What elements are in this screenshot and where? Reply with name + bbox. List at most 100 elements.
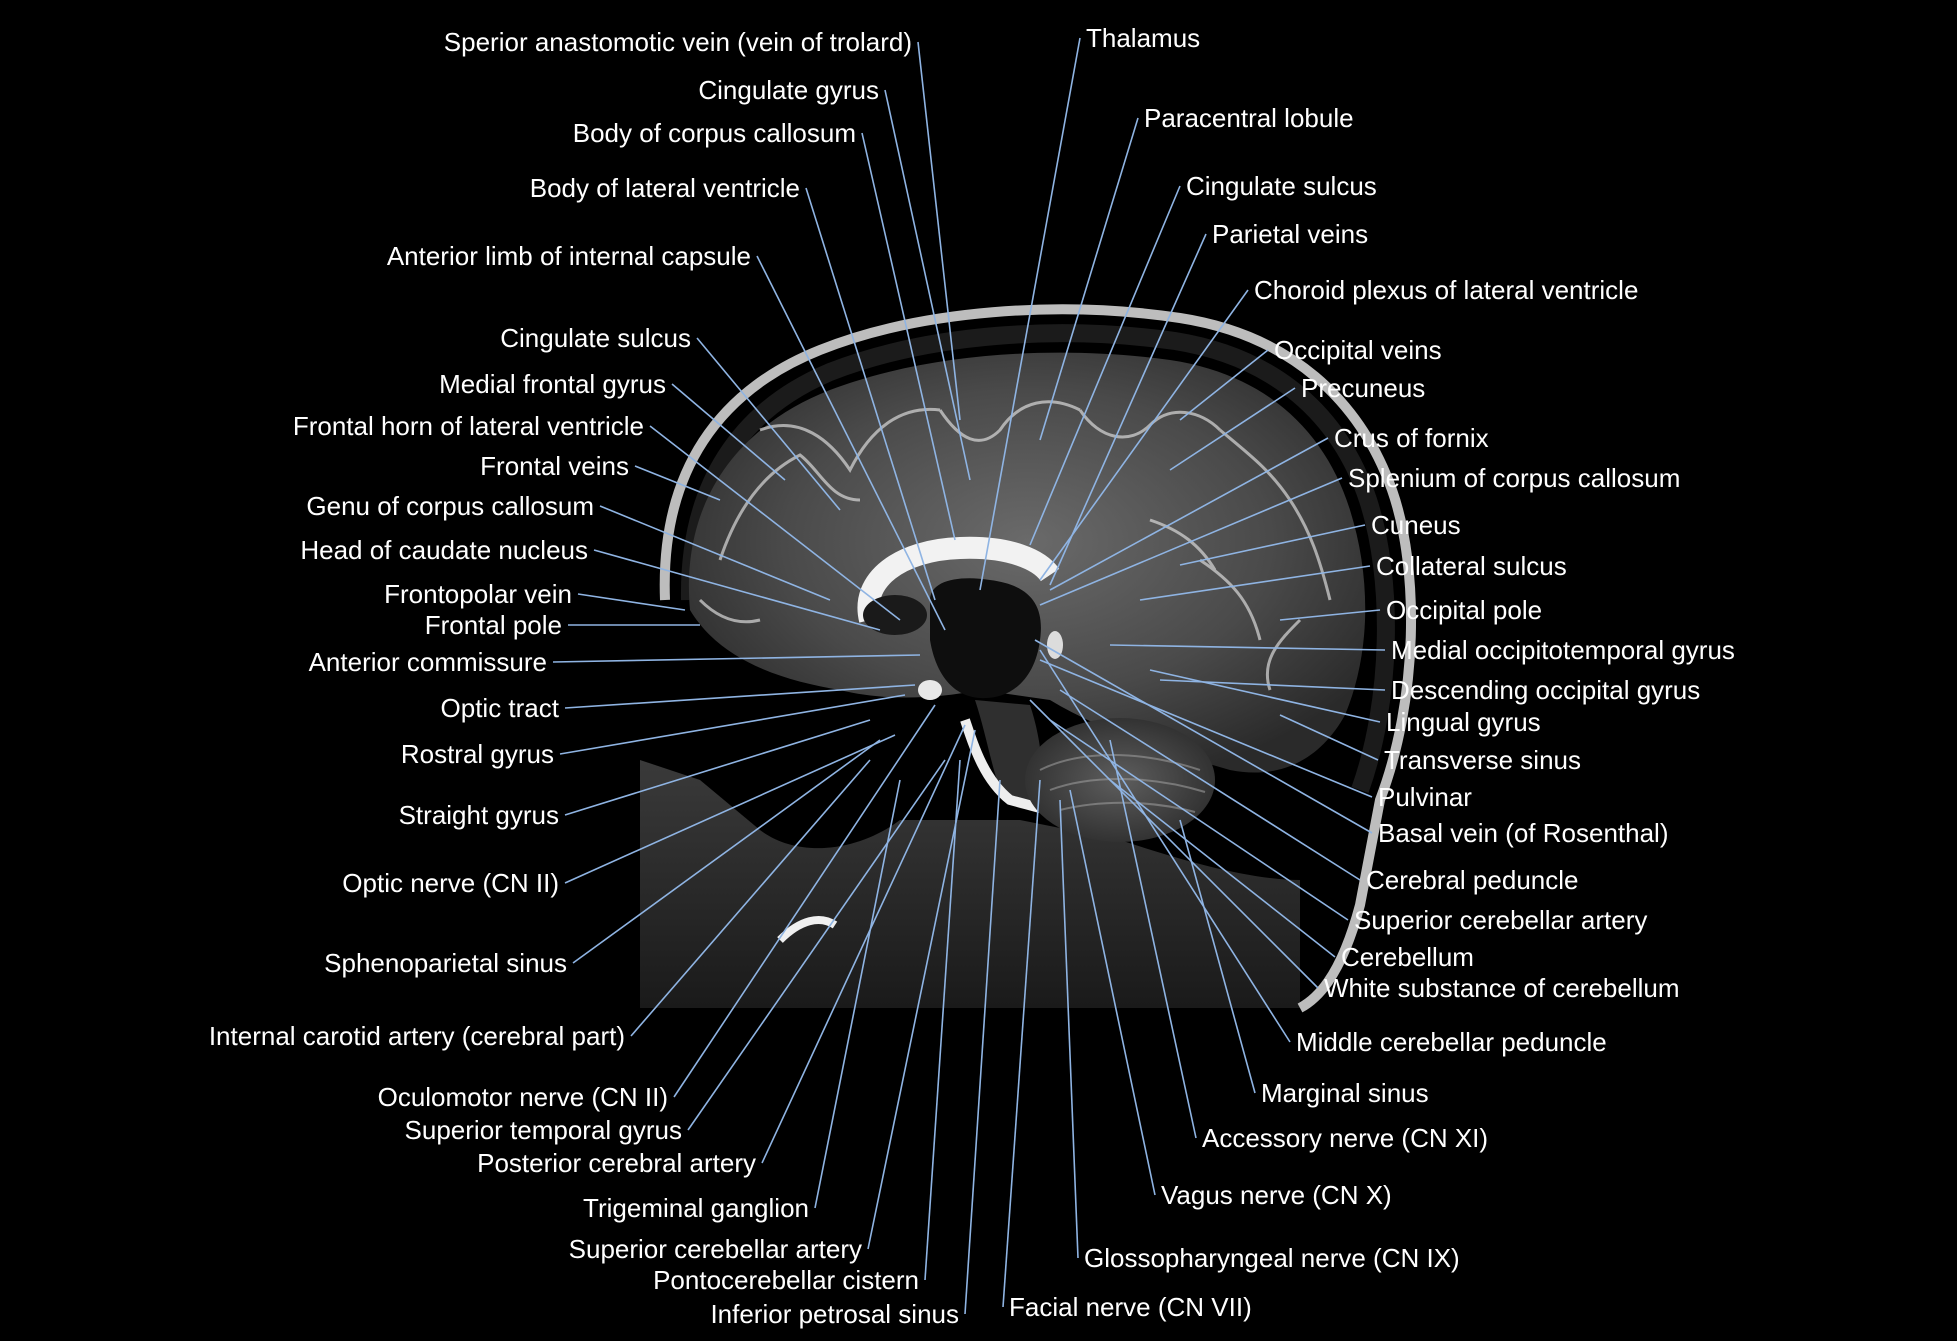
label-superior-cerebellar-artery: Superior cerebellar artery [1354,905,1648,935]
leader-line-middle-cerebellar-peduncle [1039,649,1291,1043]
leader-line-parietal-veins [1049,233,1207,586]
label-cingulate-gyrus: Cingulate gyrus [698,75,879,105]
leader-line-oculomotor-nerve-cn-ii [673,704,936,1098]
label-parietal-veins: Parietal veins [1212,219,1369,249]
leader-line-cingulate-gyrus [884,89,971,481]
leader-line-pontocerebellar-cistern [924,759,961,1281]
leader-line-basal-vein-of-rosenthal [1034,639,1373,834]
leader-line-superior-cerebellar-artery [1049,719,1349,921]
label-accessory-nerve-cn-xi: Accessory nerve (CN XI) [1202,1123,1489,1153]
label-vagus-nerve-cn-x: Vagus nerve (CN X) [1161,1180,1392,1210]
leader-line-frontopolar-vein [577,593,686,611]
label-basal-vein-of-rosenthal: Basal vein (of Rosenthal) [1378,818,1669,848]
label-optic-tract: Optic tract [440,693,559,723]
leader-line-body-of-lateral-ventricle [805,187,936,601]
label-body-of-lateral-ventricle: Body of lateral ventricle [529,173,800,203]
label-transverse-sinus: Transverse sinus [1384,745,1581,775]
label-marginal-sinus: Marginal sinus [1261,1078,1429,1108]
leader-line-descending-occipital-gyrus [1159,679,1386,691]
leader-line-superior-cerebellar-artery [867,729,976,1250]
label-pontocerebellar-cistern: Pontocerebellar cistern [653,1265,919,1295]
bright-vessel [777,916,838,943]
label-straight-gyrus: Straight gyrus [398,800,559,830]
label-medial-occipitotemporal-gyrus: Medial occipitotemporal gyrus [1391,635,1735,665]
label-frontopolar-vein: Frontopolar vein [384,579,572,609]
leader-line-cerebellum [1109,779,1336,958]
leader-line-lingual-gyrus [1149,669,1381,723]
label-inferior-petrosal-sinus: Inferior petrosal sinus [710,1299,959,1329]
leader-line-sphenoparietal-sinus [572,739,881,964]
label-optic-nerve-cn-ii: Optic nerve (CN II) [342,868,559,898]
label-occipital-veins: Occipital veins [1274,335,1442,365]
leader-line-choroid-plexus-of-lateral-ventricle [1039,289,1249,581]
leader-line-frontal-veins [634,465,721,501]
leader-line-thalamus [979,37,1081,591]
label-body-of-corpus-callosum: Body of corpus callosum [572,118,856,148]
leader-line-trigeminal-ganglion [814,779,901,1209]
label-thalamus: Thalamus [1086,23,1201,53]
label-cuneus: Cuneus [1371,510,1461,540]
leader-line-cingulate-sulcus [1029,185,1181,546]
leader-line-occipital-pole [1279,609,1381,621]
leader-line-inferior-petrosal-sinus [964,779,1001,1315]
label-cingulate-sulcus: Cingulate sulcus [500,323,691,353]
leader-line-superior-temporal-gyrus [687,759,946,1131]
label-oculomotor-nerve-cn-ii: Oculomotor nerve (CN II) [377,1082,668,1112]
label-rostral-gyrus: Rostral gyrus [400,739,554,769]
label-lingual-gyrus: Lingual gyrus [1386,707,1541,737]
leader-line-pulvinar [1039,659,1373,798]
leader-line-crus-of-fornix [1049,437,1329,591]
leader-line-internal-carotid-artery-cerebral-part [630,759,871,1037]
leader-line-collateral-sulcus [1139,565,1371,601]
leader-line-cuneus [1179,524,1366,566]
thalamus-region [930,578,1041,699]
label-pulvinar: Pulvinar [1378,782,1472,812]
label-superior-temporal-gyrus: Superior temporal gyrus [404,1115,682,1145]
leader-line-medial-occipitotemporal-gyrus [1109,644,1386,651]
label-crus-of-fornix: Crus of fornix [1334,423,1489,453]
leader-line-white-substance-of-cerebellum [1029,699,1319,989]
leader-line-genu-of-corpus-callosum [599,505,831,601]
leader-line-accessory-nerve-cn-xi [1109,739,1197,1139]
label-frontal-veins: Frontal veins [480,451,629,481]
label-cerebral-peduncle: Cerebral peduncle [1366,865,1579,895]
label-trigeminal-ganglion: Trigeminal ganglion [583,1193,809,1223]
skull-bone [680,324,1395,794]
label-cingulate-sulcus: Cingulate sulcus [1186,171,1377,201]
corpus-callosum-arc [857,536,1060,623]
leader-line-glossopharyngeal-nerve-cn-ix [1059,799,1079,1259]
scalp-rim [659,304,1417,1013]
leader-line-vagus-nerve-cn-x [1069,789,1156,1196]
label-white-substance-of-cerebellum: White substance of cerebellum [1324,973,1680,1003]
leader-line-head-of-caudate-nucleus [593,549,881,631]
label-head-of-caudate-nucleus: Head of caudate nucleus [300,535,588,565]
label-anterior-limb-of-internal-capsule: Anterior limb of internal capsule [386,241,751,271]
leader-line-optic-nerve-cn-ii [564,734,896,884]
leader-line-occipital-veins [1179,349,1269,421]
leader-line-sperior-anastomotic-vein-vein-of-trolard [917,41,961,421]
label-splenium-of-corpus-callosum: Splenium of corpus callosum [1348,463,1681,493]
label-choroid-plexus-of-lateral-ventricle: Choroid plexus of lateral ventricle [1254,275,1639,305]
label-glossopharyngeal-nerve-cn-ix: Glossopharyngeal nerve (CN IX) [1084,1243,1460,1273]
label-facial-nerve-cn-vii: Facial nerve (CN VII) [1009,1292,1252,1322]
label-frontal-pole: Frontal pole [424,610,562,640]
label-cerebellum: Cerebellum [1341,942,1474,972]
label-medial-frontal-gyrus: Medial frontal gyrus [439,369,666,399]
leader-line-anterior-commissure [552,654,921,663]
label-anterior-commissure: Anterior commissure [308,647,547,677]
label-sphenoparietal-sinus: Sphenoparietal sinus [324,948,567,978]
leader-line-splenium-of-corpus-callosum [1039,477,1343,606]
leader-line-paracentral-lobule [1039,117,1139,441]
leader-line-marginal-sinus [1179,819,1256,1094]
leader-line-anterior-limb-of-internal-capsule [756,255,946,631]
csf-spot [1047,631,1063,659]
leader-line-precuneus [1169,387,1296,471]
leader-line-rostral-gyrus [559,694,906,755]
prepontine-csf [960,718,1042,813]
label-precuneus: Precuneus [1301,373,1426,403]
gyri-pattern [698,400,1332,691]
label-frontal-horn-of-lateral-ventricle: Frontal horn of lateral ventricle [292,411,644,441]
label-middle-cerebellar-peduncle: Middle cerebellar peduncle [1296,1027,1607,1057]
neck-soft-tissue [640,760,1300,1008]
